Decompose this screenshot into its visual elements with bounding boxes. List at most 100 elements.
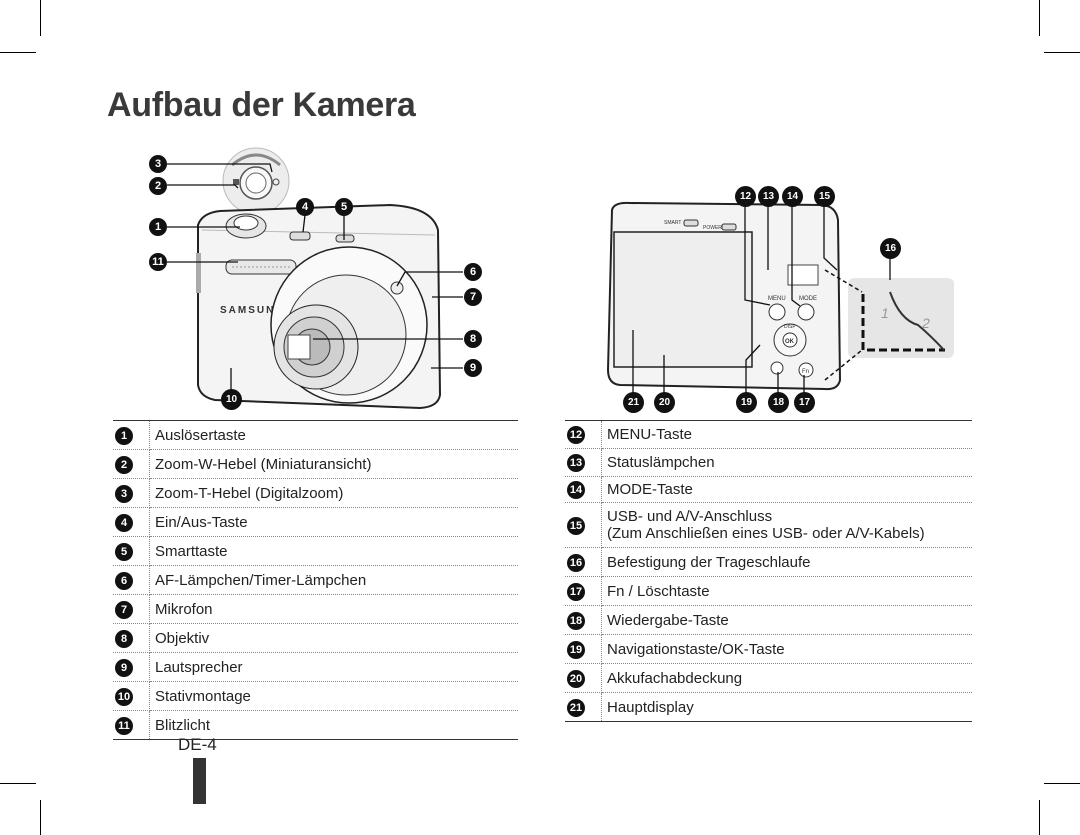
legend-number-badge: 16 <box>567 553 585 572</box>
legend-row: 6 AF-Lämpchen/Timer-Lämpchen <box>113 565 518 595</box>
callout-18: 18 <box>768 392 789 413</box>
legend-number-badge: 21 <box>567 698 585 717</box>
crop-mark <box>1039 0 1040 36</box>
legend-row: 21 Hauptdisplay <box>565 692 972 722</box>
crop-mark <box>1044 52 1080 53</box>
legend-label: Smarttaste <box>155 542 228 560</box>
legend-label: Lautsprecher <box>155 658 243 676</box>
callout-4: 4 <box>296 198 314 216</box>
legend-number-badge: 9 <box>115 658 133 677</box>
crop-mark <box>40 800 41 835</box>
legend-number-badge: 12 <box>567 426 585 444</box>
legend-row: 19 Navigationstaste/OK-Taste <box>565 634 972 664</box>
legend-label: Wiedergabe-Taste <box>607 611 729 629</box>
legend-number-badge: 8 <box>115 629 133 648</box>
callout-13: 13 <box>758 186 779 207</box>
callout-19: 19 <box>736 392 757 413</box>
callout-5: 5 <box>335 198 353 216</box>
callout-12: 12 <box>735 186 756 207</box>
legend-label: Befestigung der Trageschlaufe <box>607 553 811 571</box>
crop-mark <box>1039 800 1040 835</box>
svg-text:POWER: POWER <box>703 225 722 231</box>
legend-label: Zoom-W-Hebel (Miniaturansicht) <box>155 455 372 473</box>
callout-3: 3 <box>149 155 167 173</box>
legend-number-badge: 10 <box>115 687 133 706</box>
legend-number-badge: 15 <box>567 516 585 535</box>
legend-left: 1 Auslösertaste 2 Zoom-W-Hebel (Miniaturans… <box>113 421 518 740</box>
svg-text:SMART: SMART <box>664 220 681 226</box>
callout-17: 17 <box>794 392 815 413</box>
callout-21: 21 <box>623 392 644 413</box>
callout-15: 15 <box>814 186 835 207</box>
legend-label: Fn / Löschtaste <box>607 582 710 600</box>
legend-row: 9 Lautsprecher <box>113 652 518 682</box>
legend-label: Blitzlicht <box>155 716 211 734</box>
callout-11: 11 <box>149 253 167 271</box>
legend-label: Objektiv <box>155 629 210 647</box>
legend-row: 1 Auslösertaste <box>113 421 518 450</box>
legend-row: 8 Objektiv <box>113 623 518 653</box>
svg-text:MENU: MENU <box>768 296 786 302</box>
callout-6: 6 <box>464 263 482 281</box>
callout-1: 1 <box>149 218 167 236</box>
legend-label: Zoom-T-Hebel (Digitalzoom) <box>155 484 344 502</box>
legend-row: 11 Blitzlicht <box>113 710 518 740</box>
crop-mark <box>40 0 41 36</box>
legend-number-badge: 2 <box>115 455 133 474</box>
svg-text:Fn: Fn <box>802 369 809 375</box>
legend-number-badge: 11 <box>115 716 133 735</box>
legend-row: 3 Zoom-T-Hebel (Digitalzoom) <box>113 478 518 508</box>
legend-number-badge: 5 <box>115 542 133 561</box>
callout-9: 9 <box>464 359 482 377</box>
legend-number-badge: 6 <box>115 571 133 590</box>
legend-label: Auslösertaste <box>155 426 246 444</box>
legend-number-badge: 1 <box>115 426 133 445</box>
callout-20: 20 <box>654 392 675 413</box>
crop-mark <box>1044 783 1080 784</box>
legend-row: 18 Wiedergabe-Taste <box>565 605 972 635</box>
brand-logo: SAMSUNG <box>220 305 285 316</box>
legend-row: 12 MENU-Taste <box>565 421 972 449</box>
callout-16: 16 <box>880 238 901 259</box>
legend-row: 14 MODE-Taste <box>565 476 972 503</box>
legend-number-badge: 19 <box>567 640 585 659</box>
legend-row: 15 USB- und A/V-Anschluss(Zum Anschließen… <box>565 502 972 548</box>
camera-back-illustration: SMART POWER MENU MODE OK DISP Fn 1 2 <box>606 201 954 391</box>
svg-text:OK: OK <box>785 339 795 345</box>
crop-mark <box>0 783 36 784</box>
legend-label: Navigationstaste/OK-Taste <box>607 640 785 658</box>
legend-number-badge: 7 <box>115 600 133 619</box>
callout-2: 2 <box>149 177 167 195</box>
legend-row: 17 Fn / Löschtaste <box>565 576 972 606</box>
legend-label: MENU-Taste <box>607 426 693 443</box>
callout-7: 7 <box>464 288 482 306</box>
crop-mark <box>0 52 36 53</box>
legend-number-badge: 3 <box>115 484 133 503</box>
legend-label: USB- und A/V-Anschluss <box>607 508 773 525</box>
legend-number-badge: 14 <box>567 481 585 499</box>
svg-text:MODE: MODE <box>799 296 817 302</box>
legend-row: 10 Stativmontage <box>113 681 518 711</box>
legend-row: 4 Ein/Aus-Taste <box>113 507 518 537</box>
section-tab <box>193 758 206 804</box>
legend-label: MODE-Taste <box>607 481 693 498</box>
legend-number-badge: 13 <box>567 454 585 472</box>
legend-right-rule <box>565 420 972 421</box>
svg-text:DISP: DISP <box>784 324 796 330</box>
legend-label: Hauptdisplay <box>607 698 694 716</box>
legend-label: Ein/Aus-Taste <box>155 513 248 531</box>
legend-row: 16 Befestigung der Trageschlaufe <box>565 547 972 577</box>
legend-number-badge: 17 <box>567 582 585 601</box>
legend-number-badge: 4 <box>115 513 133 532</box>
legend-label: Akkufachabdeckung <box>607 669 743 687</box>
legend-row: 2 Zoom-W-Hebel (Miniaturansicht) <box>113 449 518 479</box>
legend-label-note: (Zum Anschließen eines USB- oder A/V-Kab… <box>607 525 925 542</box>
legend-label: Stativmontage <box>155 687 251 705</box>
legend-number-badge: 18 <box>567 611 585 630</box>
legend-label: AF-Lämpchen/Timer-Lämpchen <box>155 571 367 589</box>
